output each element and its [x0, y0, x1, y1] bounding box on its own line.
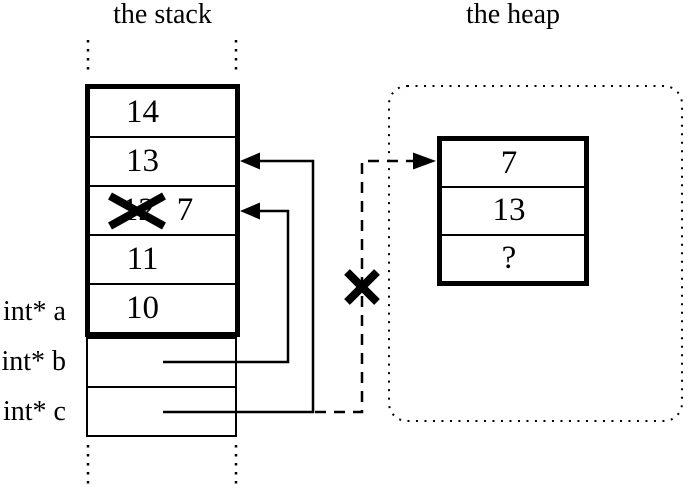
- pointer-cell-c: [88, 386, 235, 435]
- heap-cell-value: 7: [500, 145, 518, 182]
- stack-column-guides-bottom: [86, 445, 238, 489]
- stack-cell-value: 11: [126, 241, 159, 277]
- x-mark-severed-pointer-icon: [344, 269, 380, 305]
- dangling-pointer-dashed-arrow: [315, 152, 436, 414]
- stack-frame-box: 14 13 12 7 11 10: [85, 84, 240, 337]
- heap-cell-7: 7: [442, 141, 584, 186]
- variable-label-c: int* c: [3, 396, 66, 427]
- stack-title: the stack: [113, 0, 212, 30]
- heap-title: the heap: [465, 0, 561, 30]
- stack-column-guides-top: [86, 40, 238, 76]
- heap-allocation-box: 7 13 ?: [437, 136, 589, 286]
- heap-cell-value: 13: [492, 192, 526, 229]
- pointer-cell-b: [88, 339, 235, 386]
- crossed-out-old-value: 12: [121, 192, 155, 228]
- stack-cell-value: 13: [126, 143, 159, 179]
- heap-cell-13: 13: [442, 186, 584, 233]
- pointer-variable-cells: [86, 337, 237, 437]
- stack-cell-10: 10: [90, 283, 235, 332]
- stack-cell-value: 10: [126, 290, 159, 326]
- stack-cell-value: 14: [126, 94, 159, 130]
- variable-label-a: int* a: [3, 296, 66, 327]
- stack-cell-14: 14: [90, 89, 235, 136]
- stack-cell-overwritten: 12 7: [90, 185, 235, 234]
- stack-cell-11: 11: [90, 234, 235, 283]
- variable-label-b: int* b: [1, 346, 66, 377]
- stack-cell-13: 13: [90, 136, 235, 185]
- heap-cell-value: ?: [501, 239, 517, 276]
- new-value: 7: [176, 192, 194, 228]
- heap-cell-unknown: ?: [442, 233, 584, 281]
